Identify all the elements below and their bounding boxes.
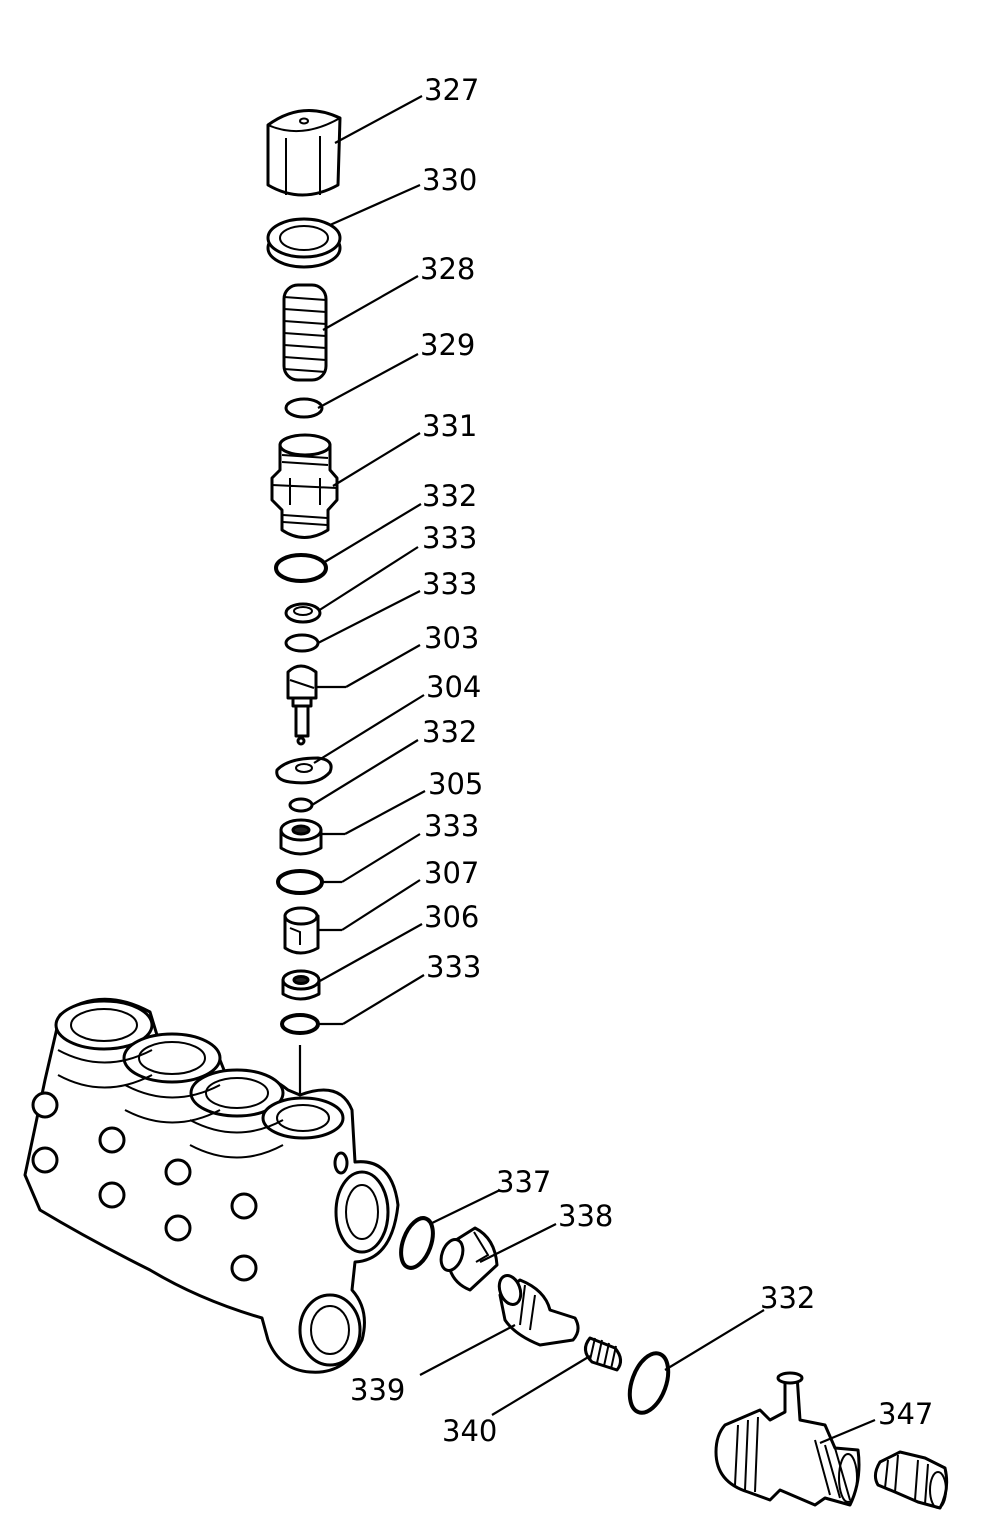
callout-337: 337 (496, 1165, 551, 1199)
part-328-spring (282, 283, 328, 382)
part-303-valve-stem (286, 664, 318, 746)
part-manifold (23, 997, 400, 1374)
callout-306: 306 (424, 900, 479, 934)
leader-lines (311, 95, 876, 1445)
callout-338: 338 (558, 1199, 613, 1233)
callout-332: 332 (422, 479, 477, 513)
callout-332: 332 (760, 1281, 815, 1315)
part-327-cap (266, 108, 342, 197)
part-304-retaining-plate (275, 756, 333, 785)
part-347-fitting (873, 1450, 949, 1510)
part-306-seat (281, 969, 321, 1001)
callout-330: 330 (422, 163, 477, 197)
part-329-washer (284, 397, 324, 419)
part-305-seat (279, 818, 323, 856)
part-333-o-ring-mid (276, 869, 324, 895)
callout-329: 329 (420, 328, 475, 362)
callout-307: 307 (424, 856, 479, 890)
callout-333: 333 (426, 950, 481, 984)
callout-327: 327 (424, 73, 479, 107)
callout-305: 305 (428, 767, 483, 801)
callout-340: 340 (442, 1414, 497, 1448)
callout-332: 332 (422, 715, 477, 749)
callout-331: 331 (422, 409, 477, 443)
callout-333: 333 (422, 567, 477, 601)
part-332-o-ring-lower (627, 1351, 671, 1415)
part-340-spring (584, 1336, 622, 1372)
part-330-ring-nut (266, 217, 342, 269)
part-331-valve-body (270, 433, 339, 539)
callout-333: 333 (422, 521, 477, 555)
part-332-o-ring-upper (274, 553, 328, 583)
callout-347: 347 (878, 1397, 933, 1431)
part-338-seat (439, 1226, 499, 1292)
part-332-o-ring-small (288, 797, 314, 813)
part-333-o-ring-small (284, 633, 320, 653)
part-337-o-ring (399, 1216, 435, 1270)
part-333-o-ring-lower (280, 1013, 320, 1035)
callout-304: 304 (426, 670, 481, 704)
callout-333: 333 (424, 809, 479, 843)
callout-328: 328 (420, 252, 475, 286)
part-339-poppet (497, 1273, 580, 1347)
part-333-seal-upper (284, 602, 322, 624)
part-307-sleeve (283, 906, 320, 955)
callout-339: 339 (350, 1373, 405, 1407)
part-347-injector-tee (714, 1371, 861, 1507)
callout-303: 303 (424, 621, 479, 655)
